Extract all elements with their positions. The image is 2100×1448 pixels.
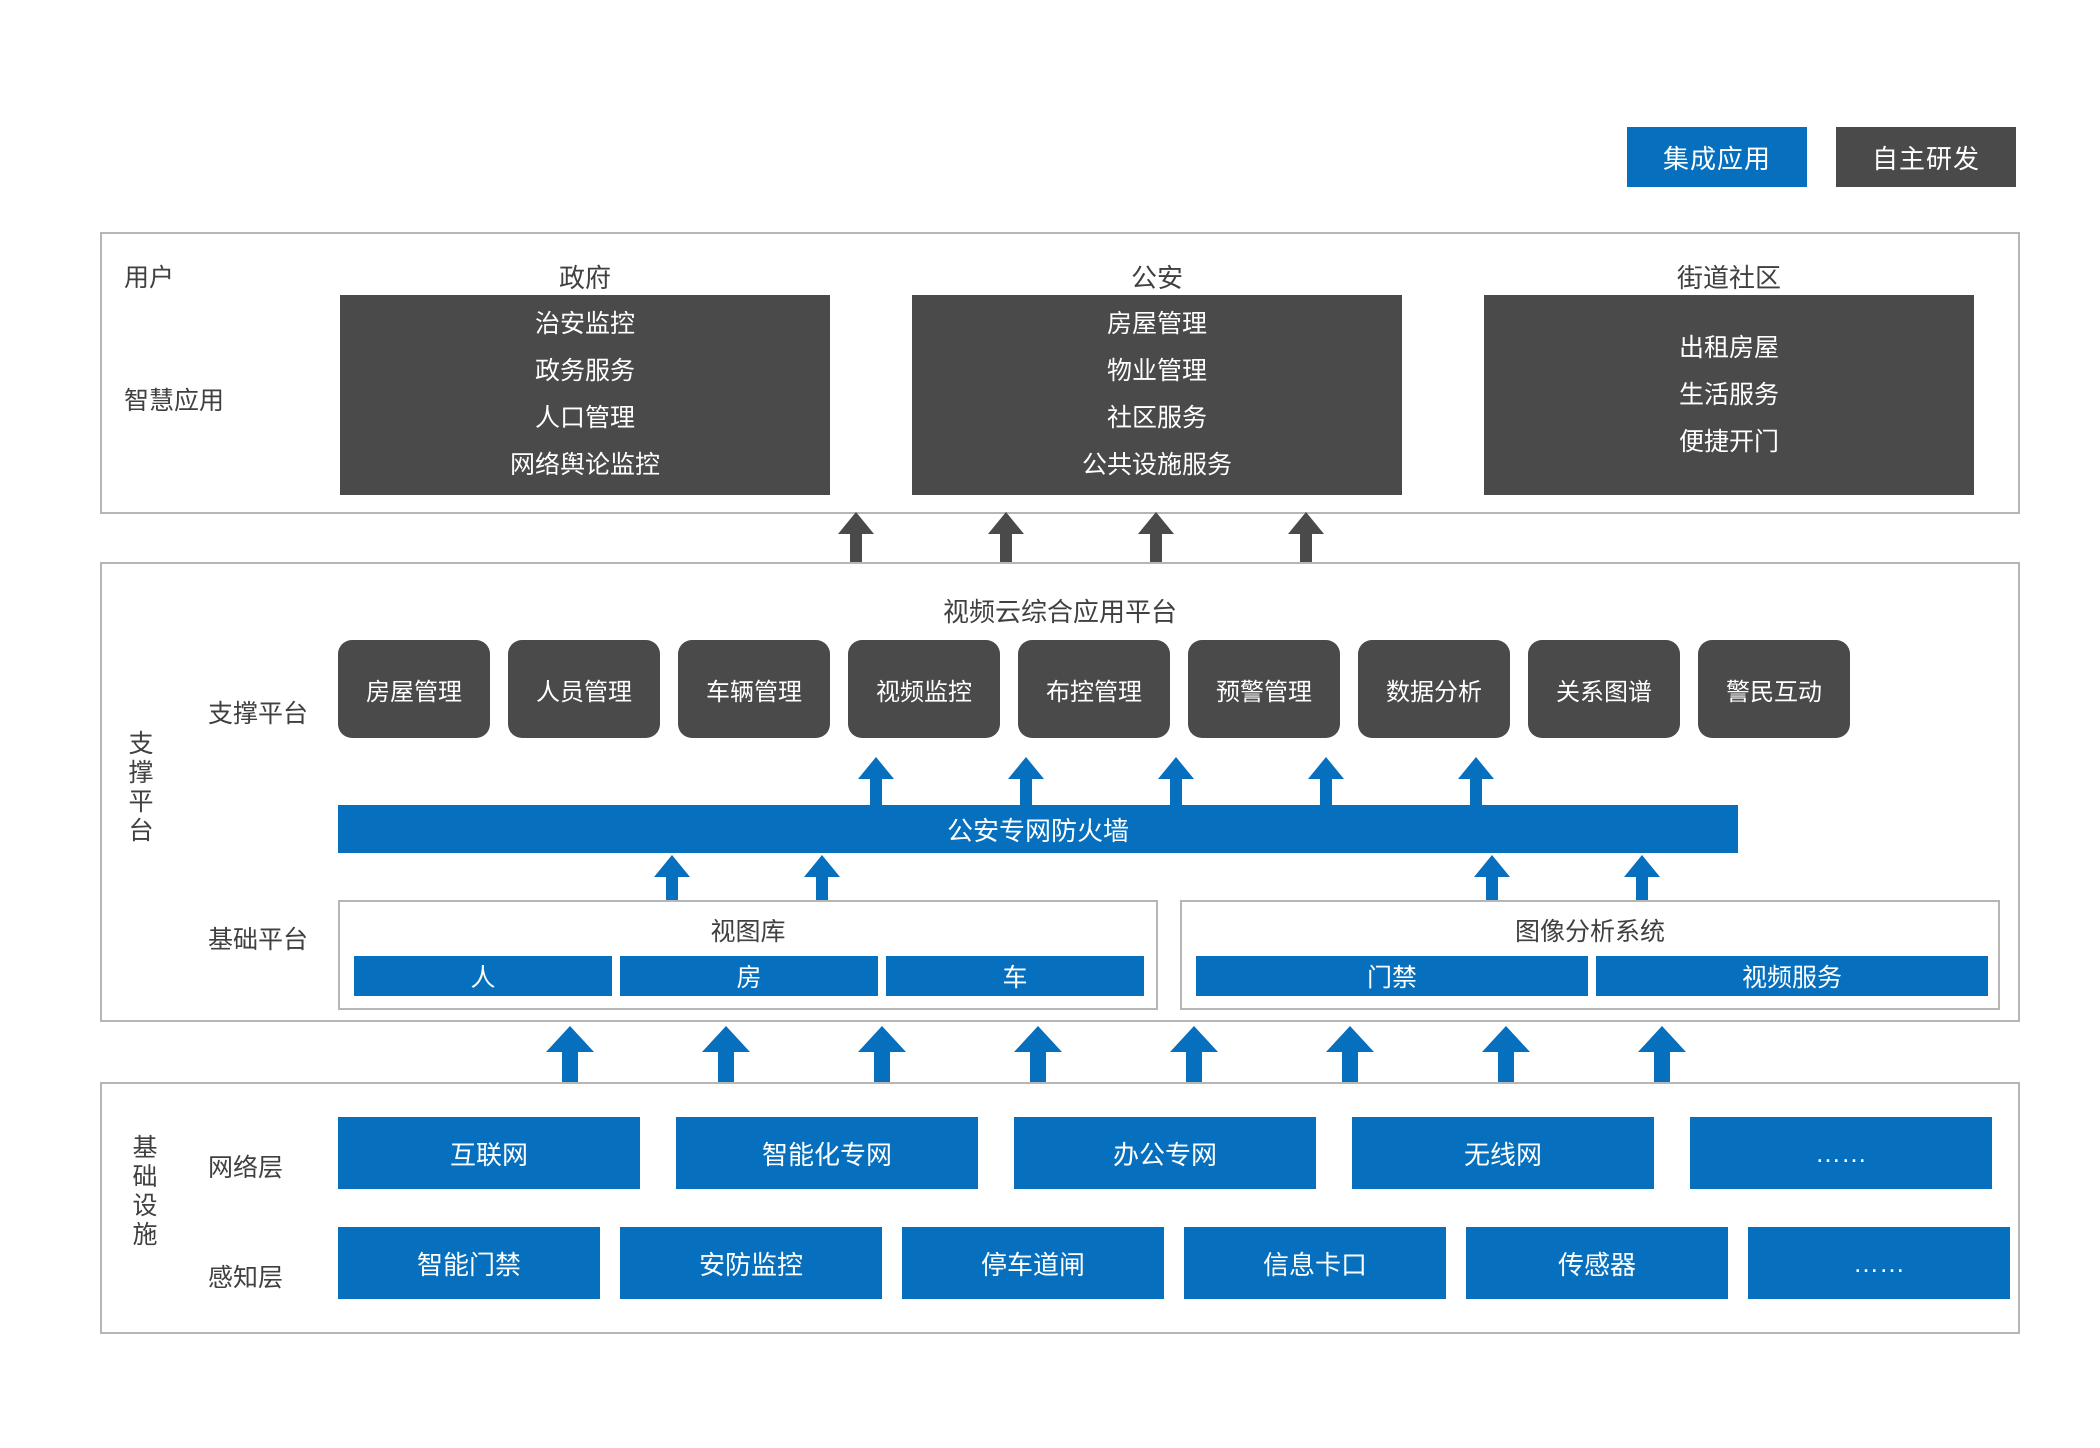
sensing-item-smart-access-control[interactable]: 智能门禁 xyxy=(338,1227,600,1299)
infra-item-label: 传感器 xyxy=(1557,1249,1636,1280)
pill-label: 数据分析 xyxy=(1386,678,1482,706)
legend-label: 自主研发 xyxy=(1871,143,1980,174)
app-item: 出租房屋 xyxy=(1678,333,1779,362)
row-label-smart-apps: 智慧应用 xyxy=(124,387,225,415)
pill-label: 布控管理 xyxy=(1046,678,1142,706)
legend-item-integrated-application: 集成应用 xyxy=(1627,127,1807,187)
support-module-housing-management[interactable]: 房屋管理 xyxy=(338,640,490,738)
arrow-group-image-analysis-to-firewall xyxy=(1474,855,1660,903)
base-group-view-library: 视图库 人 房 车 xyxy=(338,900,1158,1010)
app-item: 政务服务 xyxy=(534,357,635,385)
support-module-video-surveillance[interactable]: 视频监控 xyxy=(848,640,1000,738)
row-label-network-layer: 网络层 xyxy=(208,1154,284,1182)
infra-item-label: …… xyxy=(1815,1137,1867,1168)
infra-item-label: 智能门禁 xyxy=(416,1249,521,1280)
legend: 集成应用 自主研发 xyxy=(1627,127,2016,187)
network-item-office-private-network[interactable]: 办公专网 xyxy=(1014,1117,1316,1189)
base-item-label: 房 xyxy=(736,964,762,992)
firewall-bar[interactable]: 公安专网防火墙 xyxy=(338,805,1738,853)
arrow-group-viewlib-to-firewall xyxy=(654,855,840,903)
app-column-title-government: 政府 xyxy=(558,263,611,293)
base-group-title: 视图库 xyxy=(710,918,786,946)
base-item-label: 视频服务 xyxy=(1741,964,1842,992)
sensing-item-security-surveillance[interactable]: 安防监控 xyxy=(620,1227,882,1299)
base-item-video-service[interactable]: 视频服务 xyxy=(1596,956,1988,996)
sensing-item-more[interactable]: …… xyxy=(1748,1227,2010,1299)
side-label-infrastructure: 基础设施 xyxy=(129,1134,157,1250)
support-module-deployment-control[interactable]: 布控管理 xyxy=(1018,640,1170,738)
support-module-vehicle-management[interactable]: 车辆管理 xyxy=(678,640,830,738)
row-label-base-platform: 基础平台 xyxy=(208,926,309,954)
infra-item-label: 互联网 xyxy=(449,1139,528,1170)
infra-item-label: 无线网 xyxy=(1463,1139,1542,1170)
platform-title: 视频云综合应用平台 xyxy=(942,597,1177,627)
pill-label: 关系图谱 xyxy=(1556,678,1652,706)
app-item: 网络舆论监控 xyxy=(509,451,660,479)
pill-label: 人员管理 xyxy=(536,678,632,706)
infra-item-label: 智能化专网 xyxy=(761,1139,892,1170)
app-card-public-security[interactable]: 房屋管理 物业管理 社区服务 公共设施服务 xyxy=(912,295,1402,495)
pill-label: 视频监控 xyxy=(876,678,972,706)
pill-label: 警民互动 xyxy=(1726,678,1822,706)
app-item: 生活服务 xyxy=(1678,380,1779,409)
pill-label: 房屋管理 xyxy=(366,678,462,706)
row-label-sensing-layer: 感知层 xyxy=(208,1264,284,1292)
support-module-personnel-management[interactable]: 人员管理 xyxy=(508,640,660,738)
pill-label: 车辆管理 xyxy=(706,678,802,706)
app-card-street-community[interactable]: 出租房屋 生活服务 便捷开门 xyxy=(1484,295,1974,495)
base-item-vehicle[interactable]: 车 xyxy=(886,956,1144,996)
infra-item-label: 停车道闸 xyxy=(980,1249,1085,1280)
network-item-wireless-network[interactable]: 无线网 xyxy=(1352,1117,1654,1189)
app-item: 公共设施服务 xyxy=(1081,451,1232,479)
infra-item-label: …… xyxy=(1853,1247,1905,1278)
firewall-label: 公安专网防火墙 xyxy=(946,815,1129,846)
support-module-relationship-graph[interactable]: 关系图谱 xyxy=(1528,640,1680,738)
app-item: 人口管理 xyxy=(534,404,635,432)
network-item-intelligent-private-network[interactable]: 智能化专网 xyxy=(676,1117,978,1189)
row-label-users: 用户 xyxy=(124,264,175,292)
pill-label: 预警管理 xyxy=(1216,678,1312,706)
network-item-internet[interactable]: 互联网 xyxy=(338,1117,640,1189)
row-label-support-platform: 支撑平台 xyxy=(208,700,309,728)
app-item: 房屋管理 xyxy=(1106,310,1207,338)
base-item-people[interactable]: 人 xyxy=(354,956,612,996)
app-item: 物业管理 xyxy=(1106,357,1207,385)
infra-item-label: 安防监控 xyxy=(698,1249,803,1280)
base-item-label: 车 xyxy=(1002,964,1028,992)
base-group-image-analysis-system: 图像分析系统 门禁 视频服务 xyxy=(1180,900,2000,1010)
support-module-early-warning[interactable]: 预警管理 xyxy=(1188,640,1340,738)
infra-item-label: 办公专网 xyxy=(1112,1139,1217,1170)
legend-label: 集成应用 xyxy=(1662,143,1771,174)
base-item-label: 门禁 xyxy=(1366,964,1417,992)
sensing-item-parking-barrier[interactable]: 停车道闸 xyxy=(902,1227,1164,1299)
app-column-title-street-community: 街道社区 xyxy=(1676,263,1781,293)
base-group-title: 图像分析系统 xyxy=(1514,918,1665,946)
side-label-support-platform: 支撑平台 xyxy=(125,730,153,846)
arrow-group-platform-to-application xyxy=(838,512,1324,564)
app-item: 社区服务 xyxy=(1106,404,1207,432)
support-module-police-public-interaction[interactable]: 警民互动 xyxy=(1698,640,1850,738)
base-item-house[interactable]: 房 xyxy=(620,956,878,996)
infra-item-label: 信息卡口 xyxy=(1262,1249,1367,1280)
sensing-item-information-checkpoint[interactable]: 信息卡口 xyxy=(1184,1227,1446,1299)
app-card-government[interactable]: 治安监控 政务服务 人口管理 网络舆论监控 xyxy=(340,295,830,495)
app-item: 便捷开门 xyxy=(1678,427,1779,456)
support-module-data-analysis[interactable]: 数据分析 xyxy=(1358,640,1510,738)
base-item-label: 人 xyxy=(470,964,496,992)
sensing-item-sensor[interactable]: 传感器 xyxy=(1466,1227,1728,1299)
arrow-group-firewall-to-support xyxy=(858,757,1494,807)
app-column-title-public-security: 公安 xyxy=(1130,263,1183,293)
base-item-access-control[interactable]: 门禁 xyxy=(1196,956,1588,996)
network-item-more[interactable]: …… xyxy=(1690,1117,1992,1189)
arrow-group-infrastructure-to-platform xyxy=(546,1026,1686,1082)
legend-item-self-developed: 自主研发 xyxy=(1836,127,2016,187)
app-item: 治安监控 xyxy=(534,310,635,338)
